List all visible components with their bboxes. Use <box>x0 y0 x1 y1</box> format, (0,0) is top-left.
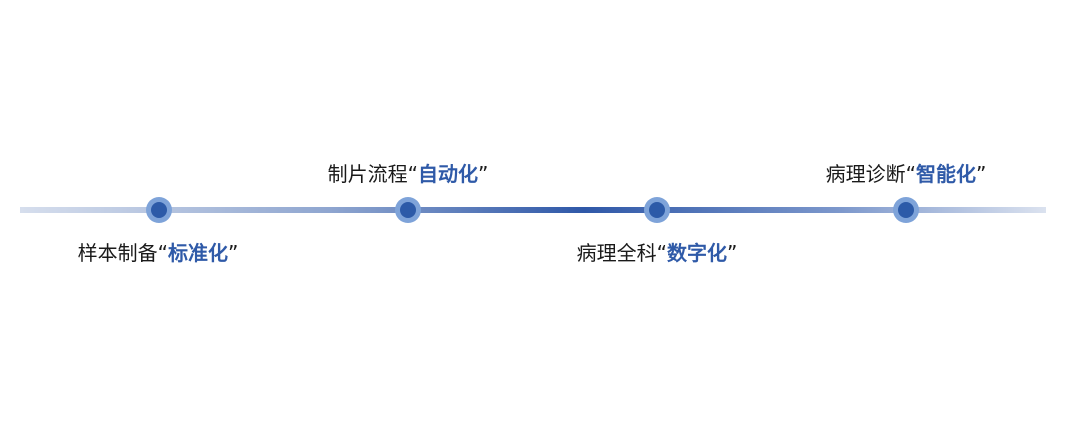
open-quote: “ <box>407 162 418 186</box>
node-dot <box>898 202 914 218</box>
label-prefix: 病理全科 <box>576 241 657 265</box>
label-highlight: 数字化 <box>667 241 727 265</box>
label-highlight: 标准化 <box>168 241 228 265</box>
open-quote: “ <box>656 241 667 265</box>
milestone-label-2: 制片流程“自动化” <box>328 158 489 187</box>
label-prefix: 病理诊断 <box>825 162 906 186</box>
close-quote: ” <box>228 241 239 265</box>
close-quote: ” <box>478 162 489 186</box>
timeline-node-1 <box>146 197 172 223</box>
open-quote: “ <box>157 241 168 265</box>
milestone-label-3: 病理全科“数字化” <box>577 237 738 266</box>
close-quote: ” <box>976 162 987 186</box>
open-quote: “ <box>905 162 916 186</box>
timeline-line <box>20 207 1046 213</box>
label-highlight: 自动化 <box>418 162 478 186</box>
label-prefix: 样本制备 <box>77 241 158 265</box>
label-highlight: 智能化 <box>916 162 976 186</box>
milestone-label-1: 样本制备“标准化” <box>78 237 239 266</box>
label-prefix: 制片流程 <box>327 162 408 186</box>
node-dot <box>400 202 416 218</box>
timeline-node-2 <box>395 197 421 223</box>
node-dot <box>151 202 167 218</box>
milestone-label-4: 病理诊断“智能化” <box>826 158 987 187</box>
close-quote: ” <box>727 241 738 265</box>
node-dot <box>649 202 665 218</box>
timeline-node-3 <box>644 197 670 223</box>
timeline-node-4 <box>893 197 919 223</box>
